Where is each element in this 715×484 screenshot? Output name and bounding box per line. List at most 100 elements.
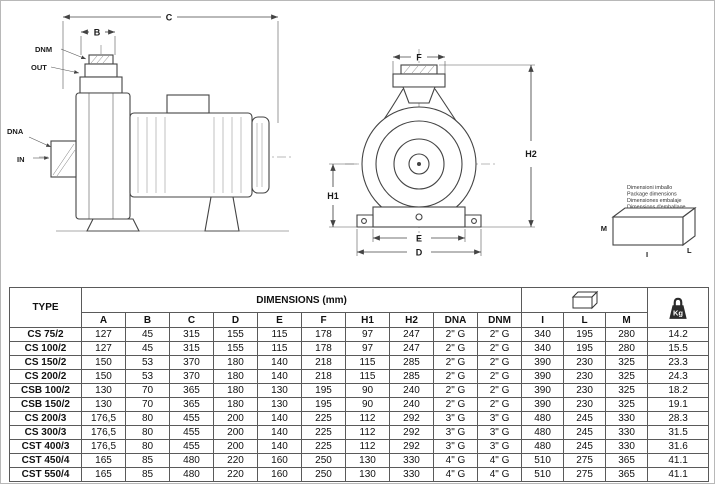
dimension-value-cell: 3" G — [433, 425, 478, 440]
dimension-value-cell: 97 — [345, 327, 390, 342]
dimension-value-cell: 90 — [345, 383, 390, 398]
dimension-value-cell: 365 — [605, 467, 649, 482]
package-caption-it: Dimensioni imballo — [627, 185, 672, 191]
dimension-value-cell: 315 — [169, 341, 214, 356]
dimension-value-cell: 285 — [389, 369, 434, 384]
dimension-value-cell: 130 — [81, 383, 126, 398]
dimension-value-cell: 275 — [563, 453, 607, 468]
dimensions-table: TYPE DIMENSIONS (mm) — [9, 287, 710, 482]
dimension-value-cell: 390 — [521, 355, 565, 370]
dimension-value-cell: 2" G — [476, 355, 523, 370]
dimension-value-cell: 3" G — [433, 439, 478, 454]
dimension-value-cell: 247 — [389, 327, 434, 342]
dimension-value-cell: 325 — [605, 383, 649, 398]
dimension-value-cell: 3" G — [476, 439, 523, 454]
dimension-value-cell: 230 — [563, 383, 607, 398]
dimension-value-cell: 130 — [345, 467, 390, 482]
dimension-value-cell: 250 — [301, 453, 346, 468]
dimension-value-cell: 155 — [213, 327, 258, 342]
dimension-value-cell: 2" G — [433, 355, 478, 370]
dimension-value-cell: 292 — [389, 439, 434, 454]
dimension-value-cell: 480 — [521, 411, 565, 426]
dimension-value-cell: 280 — [605, 327, 649, 342]
col-header-b: B — [125, 312, 170, 328]
col-header-f: F — [301, 312, 346, 328]
dimension-value-cell: 85 — [125, 453, 170, 468]
package-caption-en: Package dimensions — [627, 192, 677, 198]
dimension-value-cell: 230 — [563, 355, 607, 370]
dimension-value-cell: 480 — [521, 439, 565, 454]
dimension-value-cell: 3" G — [476, 425, 523, 440]
dimension-value-cell: 280 — [605, 341, 649, 356]
dimension-value-cell: 2" G — [476, 397, 523, 412]
dimension-value-cell: 365 — [605, 453, 649, 468]
dim-label-e: E — [416, 234, 422, 244]
dimension-value-cell: 195 — [301, 383, 346, 398]
out-label: OUT — [31, 63, 47, 72]
dimension-value-cell: 4" G — [433, 467, 478, 482]
col-header-h1: H1 — [345, 312, 390, 328]
dimension-value-cell: 41.1 — [647, 453, 710, 468]
col-header-e: E — [257, 312, 302, 328]
dimension-value-cell: 370 — [169, 355, 214, 370]
package-icon — [524, 289, 645, 311]
dimension-value-cell: 80 — [125, 425, 170, 440]
dimension-value-cell: 180 — [213, 355, 258, 370]
dim-label-c: C — [166, 13, 173, 23]
dim-label-b: B — [94, 28, 101, 38]
pump-type-cell: CS 75/2 — [9, 327, 82, 342]
weight-icon: Kg — [650, 295, 706, 321]
dimension-value-cell: 41.1 — [647, 467, 710, 482]
dimension-value-cell: 240 — [389, 383, 434, 398]
dimension-value-cell: 340 — [521, 327, 565, 342]
technical-drawings: C B DNM OUT — [7, 13, 697, 259]
col-header-l: L — [563, 312, 607, 328]
dimension-value-cell: 330 — [389, 453, 434, 468]
dimension-value-cell: 85 — [125, 467, 170, 482]
col-header-dna: DNA — [433, 312, 478, 328]
dimension-value-cell: 195 — [301, 397, 346, 412]
dimension-value-cell: 80 — [125, 439, 170, 454]
dimension-value-cell: 510 — [521, 467, 565, 482]
dimension-value-cell: 70 — [125, 383, 170, 398]
dimension-value-cell: 2" G — [433, 397, 478, 412]
dimension-value-cell: 2" G — [433, 341, 478, 356]
pump-front-view-drawing: F — [327, 49, 537, 258]
dimension-value-cell: 455 — [169, 425, 214, 440]
dimension-value-cell: 325 — [605, 369, 649, 384]
dimension-value-cell: 218 — [301, 355, 346, 370]
dimension-value-cell: 225 — [301, 439, 346, 454]
dimension-value-cell: 285 — [389, 355, 434, 370]
dimension-value-cell: 325 — [605, 397, 649, 412]
dimension-value-cell: 14.2 — [647, 327, 710, 342]
dimension-value-cell: 365 — [169, 397, 214, 412]
pump-side-view-drawing: C B DNM OUT — [7, 13, 293, 232]
dimension-value-cell: 115 — [257, 341, 302, 356]
dimension-value-cell: 115 — [345, 369, 390, 384]
dimension-value-cell: 225 — [301, 425, 346, 440]
dimension-value-cell: 160 — [257, 453, 302, 468]
dimension-value-cell: 140 — [257, 425, 302, 440]
col-header-i: I — [521, 312, 565, 328]
dimension-value-cell: 455 — [169, 411, 214, 426]
pump-type-cell: CST 550/4 — [9, 467, 82, 482]
package-label-i: I — [646, 250, 648, 259]
dimension-value-cell: 245 — [563, 411, 607, 426]
col-header-m: M — [605, 312, 649, 328]
pump-type-cell: CS 150/2 — [9, 355, 82, 370]
col-header-weight: Kg — [647, 287, 710, 328]
dimension-value-cell: 140 — [257, 439, 302, 454]
dimension-value-cell: 165 — [81, 453, 126, 468]
dimension-value-cell: 115 — [257, 327, 302, 342]
dimension-value-cell: 510 — [521, 453, 565, 468]
dim-label-h1: H1 — [327, 191, 339, 201]
col-header-c: C — [169, 312, 214, 328]
dimension-value-cell: 155 — [213, 341, 258, 356]
dimension-value-cell: 90 — [345, 397, 390, 412]
pump-type-cell: CS 200/2 — [9, 369, 82, 384]
